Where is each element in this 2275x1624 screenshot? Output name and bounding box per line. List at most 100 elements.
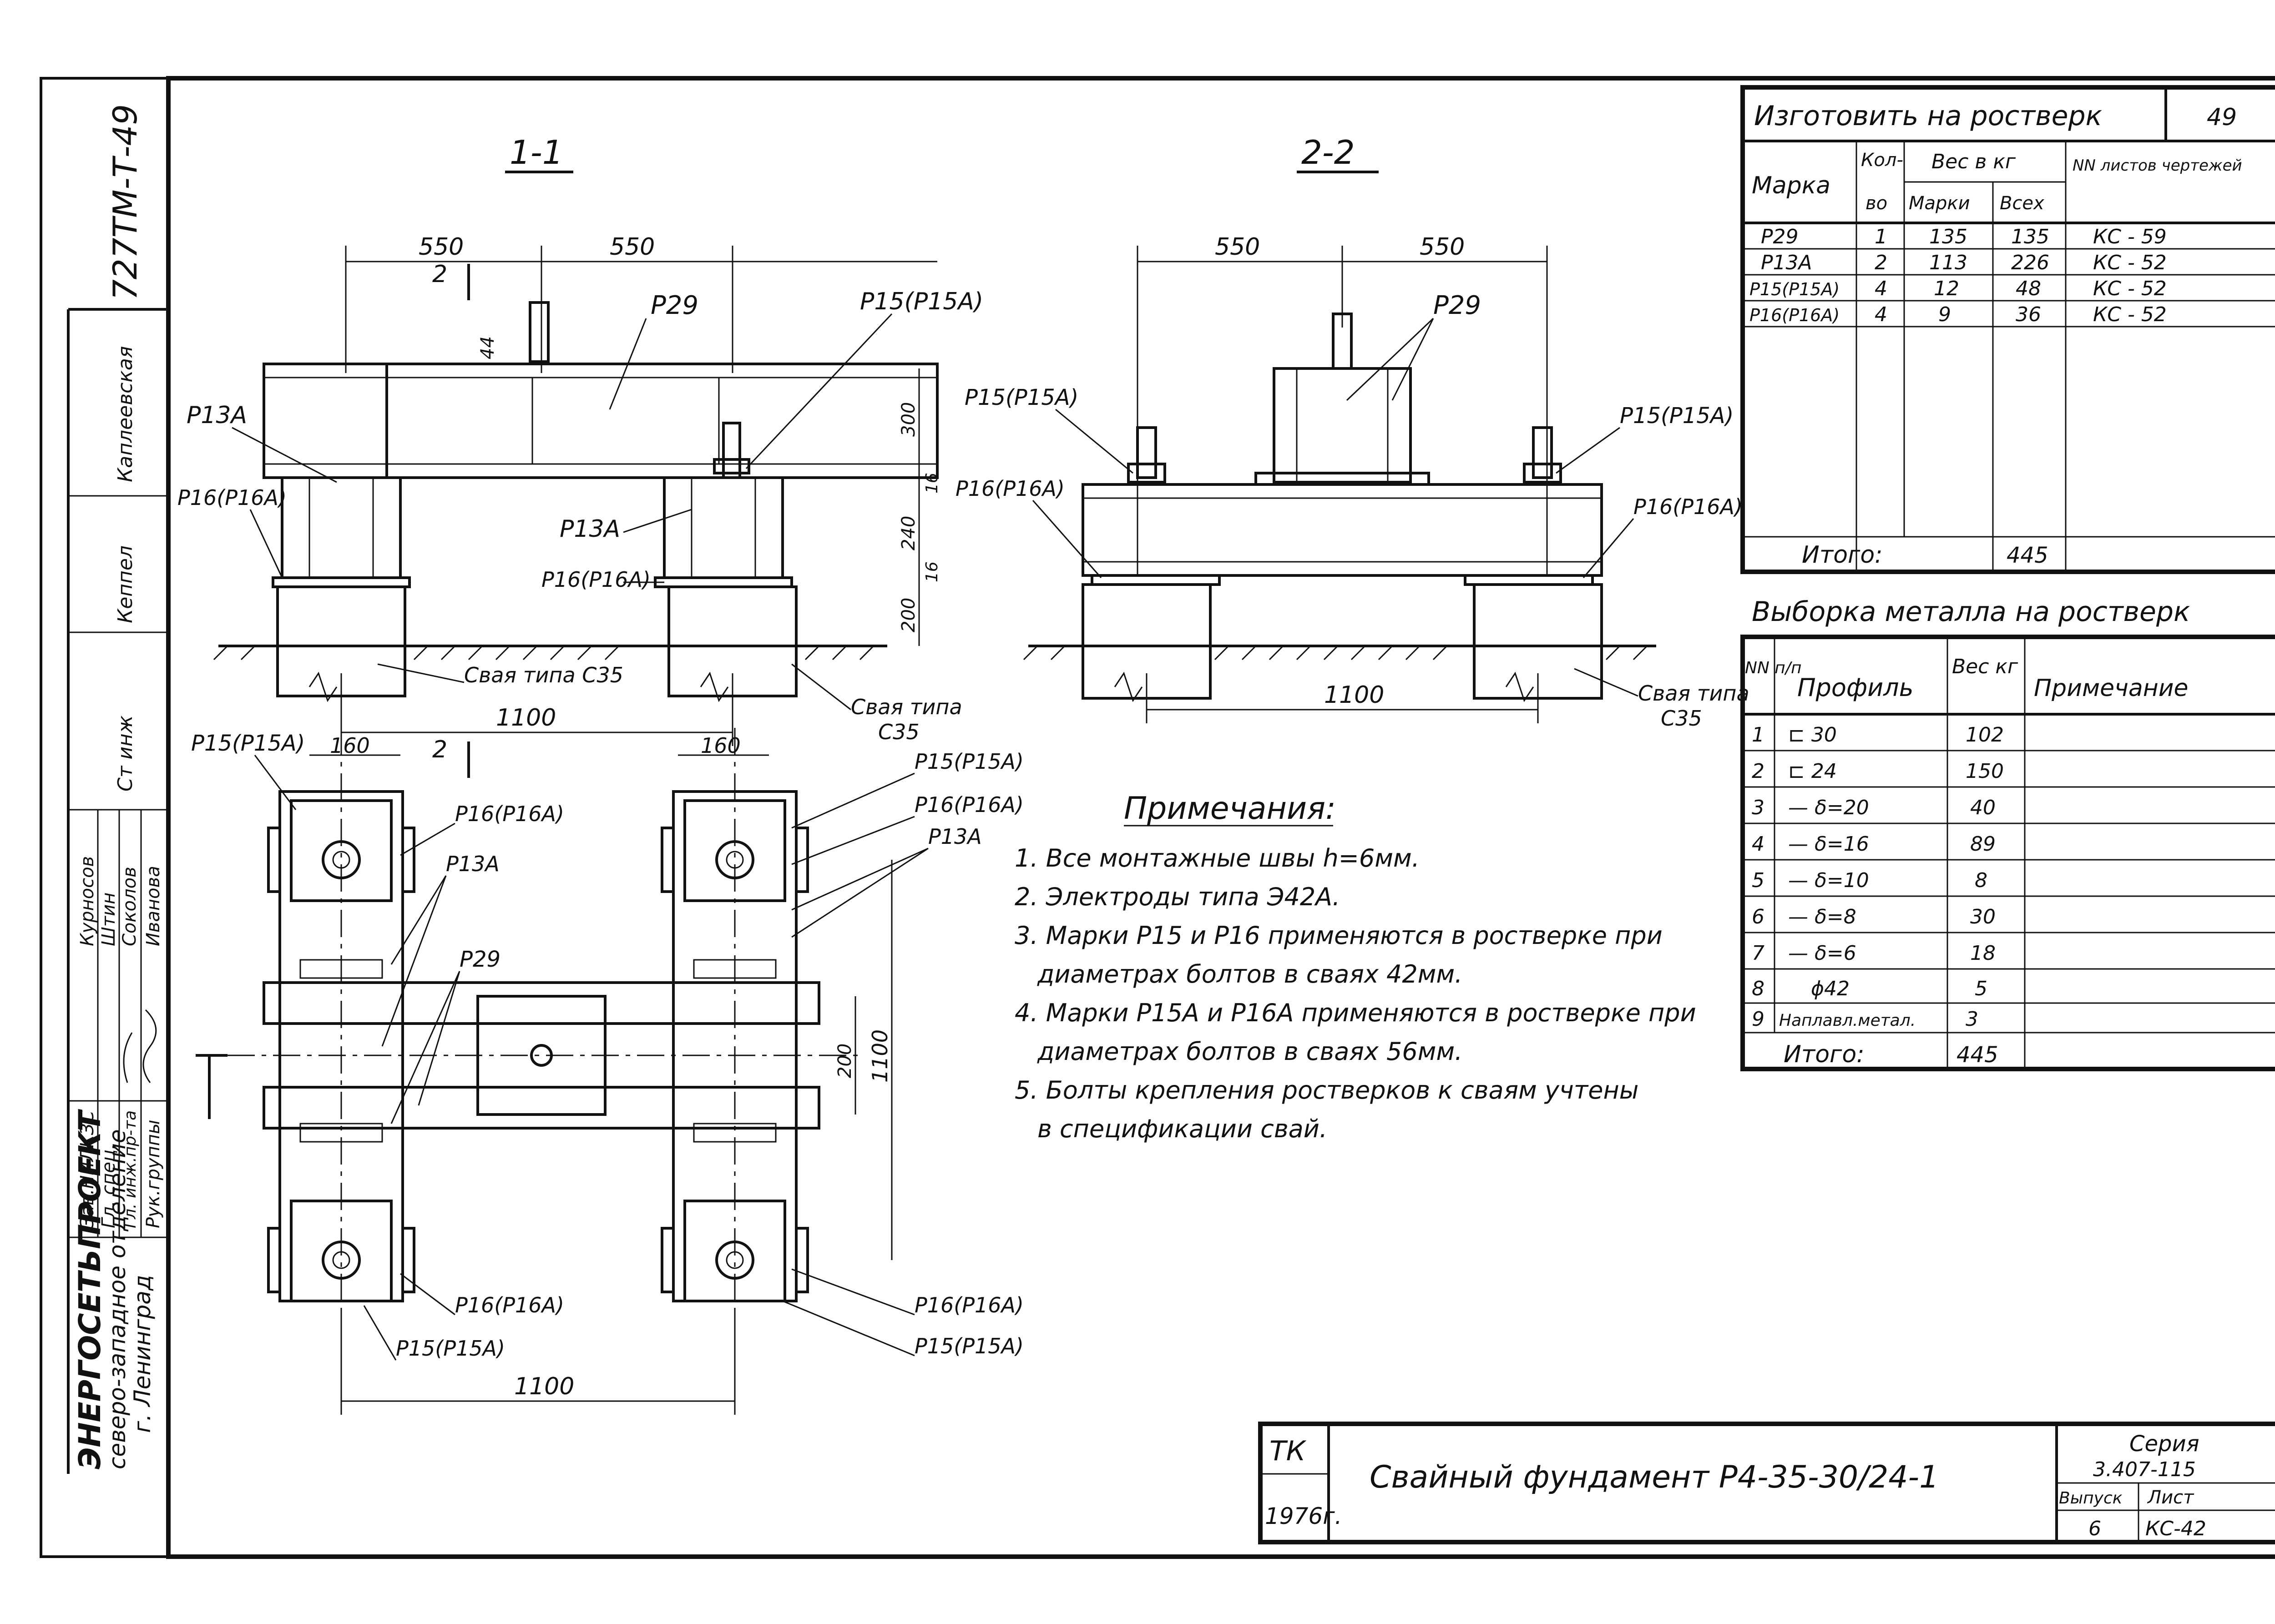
t1-head-w-all: Всех	[2000, 193, 2044, 214]
dim-200-sec1: 200	[898, 598, 919, 632]
t1-r4-mark: P16(P16A)	[1749, 305, 1840, 325]
t1-total-label: Итого:	[1802, 541, 1883, 569]
signature-marks	[123, 1009, 157, 1083]
label-pile-sec2-1: Свая типа	[1638, 681, 1749, 706]
label-pile-sec1-b2: С35	[878, 720, 920, 744]
t1-r1-sheet: КС - 59	[2093, 225, 2167, 248]
t1-r3-wa: 48	[2016, 277, 2041, 300]
note-2: 2. Электроды типа Э42А.	[1015, 883, 1340, 911]
note-1: 1. Все монтажные швы h=6мм.	[1015, 844, 1420, 873]
label-p15-sec2-a: P15(P15A)	[965, 385, 1078, 410]
dim-1100-sec1: 1100	[496, 704, 556, 731]
t2-r7-no: 7	[1752, 942, 1764, 965]
dim-160-left: 160	[330, 733, 370, 758]
t2-r5-w: 8	[1975, 869, 1987, 892]
t1-head-sheets: NN листов чертежей	[2073, 156, 2242, 175]
label-pile-sec1-a: Свая типа С35	[464, 663, 623, 687]
dim-550-sec2-left: 550	[1215, 233, 1260, 261]
note-4: 4. Марки Р15А и Р16А применяются в роств…	[1015, 999, 1696, 1027]
t2-r3-no: 3	[1752, 796, 1764, 819]
t2-r9-prof: Наплавл.метал.	[1779, 1011, 1916, 1030]
dim-1100-plan-v: 1100	[868, 1029, 892, 1083]
tb-issue-label: Выпуск	[2059, 1489, 2123, 1508]
t2-r7-prof: — δ=6	[1788, 942, 1856, 965]
t1-r3-sheet: КС - 52	[2093, 277, 2167, 300]
tb-title: Свайный фундамент Р4-35-30/24-1	[1370, 1459, 1939, 1495]
t1-r2-qty: 2	[1875, 251, 1887, 274]
label-p15-plan-d: P15(P15A)	[915, 1334, 1024, 1358]
section-1-title: 1-1	[510, 133, 563, 171]
t2-r8-w: 5	[1975, 977, 1987, 1000]
t1-r4-qty: 4	[1875, 303, 1887, 326]
t2-r2-prof: ⊏ 24	[1788, 760, 1837, 783]
label-p16-sec2-a: P16(P16A)	[956, 476, 1065, 501]
note-4b: диаметрах болтов в сваях 56мм.	[1037, 1037, 1462, 1066]
label-p13a-sec1-a: P13A	[187, 402, 247, 429]
stamp-name-5: Кеппел	[114, 545, 137, 623]
t2-r2-no: 2	[1752, 760, 1764, 783]
doc-code: 727ТМ-Т-49	[106, 104, 144, 300]
label-p15-plan-c: P15(P15A)	[396, 1336, 505, 1361]
dim-550-left: 550	[419, 233, 464, 261]
t1-head-mark: Марка	[1752, 172, 1830, 199]
label-p16-plan-c: P16(P16A)	[455, 1293, 564, 1317]
label-p13a-plan-b: P13A	[928, 824, 982, 849]
dim-16-a: 16	[923, 473, 941, 494]
t1-r4-sheet: КС - 52	[2093, 303, 2167, 326]
t1-r1-wm: 135	[1929, 225, 1967, 248]
stamp-role-1: Зав.НИЛКЗС	[77, 1110, 98, 1228]
label-p16-sec2-b: P16(P16A)	[1633, 494, 1743, 519]
table-metal: Выборка металла на ростверк NN п/п Профи…	[1740, 596, 2275, 1071]
note-5b: в спецификации свай.	[1037, 1115, 1327, 1143]
note-3: 3. Марки Р15 и Р16 применяются в роствер…	[1015, 921, 1663, 950]
left-stamp: 727ТМ-Т-49 ЭНЕРГОСЕТЬПРОЕКТ северо-запад…	[67, 104, 168, 1474]
stamp-name-2: Штин	[98, 893, 119, 946]
tb-tk: ТК	[1269, 1435, 1307, 1467]
t2-r1-w: 102	[1966, 723, 2004, 746]
t1-r2-wa: 226	[2011, 251, 2049, 274]
dim-16-b: 16	[923, 561, 941, 582]
tb-issue: 6	[2088, 1517, 2101, 1540]
label-p16-sec1-b: P16(P16A)	[541, 567, 651, 592]
dim-300: 300	[898, 402, 919, 437]
t2-r1-no: 1	[1752, 723, 1764, 746]
label-p15-plan-b: P15(P15A)	[915, 749, 1024, 774]
notes-title: Примечания:	[1124, 791, 1336, 827]
dim-44: 44	[477, 336, 498, 359]
title-block: ТК 1976г. Свайный фундамент Р4-35-30/24-…	[1258, 1422, 2275, 1544]
label-p29-sec2: P29	[1433, 291, 1481, 320]
tb-sheet-label: Лист	[2147, 1487, 2194, 1508]
t1-total-value: 445	[2007, 543, 2048, 568]
label-pile-sec1-b1: Свая типа	[851, 695, 962, 719]
plan-view: 160 160 2	[191, 728, 1024, 1415]
tb-year: 1976г.	[1265, 1503, 1342, 1529]
table1-sheet-no: 49	[2207, 104, 2237, 131]
t1-head-qty-2: во	[1866, 193, 1887, 214]
label-p13a-sec1-b: P13A	[560, 515, 620, 543]
label-pile-sec2-2: С35	[1661, 706, 1702, 731]
t2-total-label: Итого:	[1784, 1041, 1865, 1068]
stamp-name-4: Иванова	[143, 866, 164, 946]
tb-series: 3.407-115	[2093, 1458, 2196, 1481]
t1-r3-mark: P15(P15A)	[1749, 279, 1840, 299]
stamp-role-2: Гл. спец.	[98, 1144, 119, 1228]
t1-r1-wa: 135	[2011, 225, 2049, 248]
t2-r2-w: 150	[1966, 760, 2004, 783]
t2-r4-no: 4	[1752, 832, 1764, 856]
t2-head-no: NN п/п	[1745, 659, 1802, 677]
t2-r4-prof: — δ=16	[1788, 832, 1869, 856]
t1-r3-wm: 12	[1934, 277, 1959, 300]
t2-r6-prof: — δ=8	[1788, 905, 1856, 928]
t1-head-w-mark: Марки	[1909, 193, 1970, 214]
t2-r3-prof: — δ=20	[1788, 796, 1869, 819]
inner-frame	[166, 76, 2275, 1559]
stamp-name-6: Каплеевская	[114, 346, 137, 482]
notes-block: Примечания: 1. Все монтажные швы h=6мм. …	[1015, 791, 1696, 1143]
dim-550-sec2-right: 550	[1420, 233, 1465, 261]
label-p15-plan-a: P15(P15A)	[191, 731, 305, 756]
note-5: 5. Болты крепления ростверков к сваям уч…	[1015, 1076, 1638, 1105]
label-p15-sec1: P15(P15A)	[860, 288, 983, 315]
stamp-city: г. Ленинград	[129, 1275, 156, 1433]
stamp-role-5: Ст инж	[114, 715, 137, 792]
